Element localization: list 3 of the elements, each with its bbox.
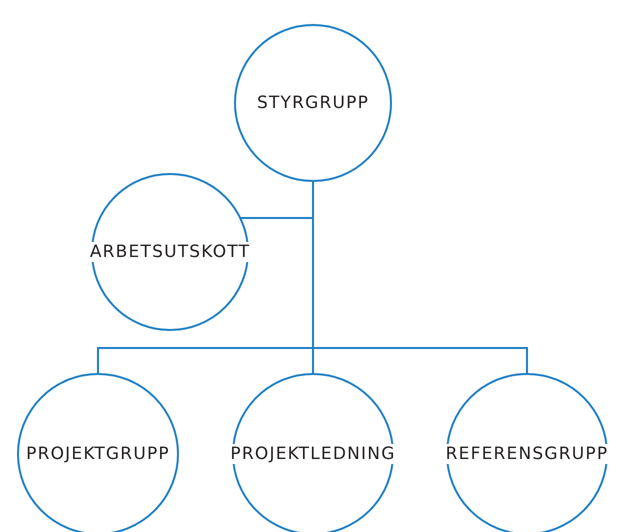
connector-line — [312, 181, 528, 374]
group-name: ARBETSUTSKOTT — [88, 242, 252, 262]
group-name: REFERENSGRUPP — [444, 444, 610, 464]
